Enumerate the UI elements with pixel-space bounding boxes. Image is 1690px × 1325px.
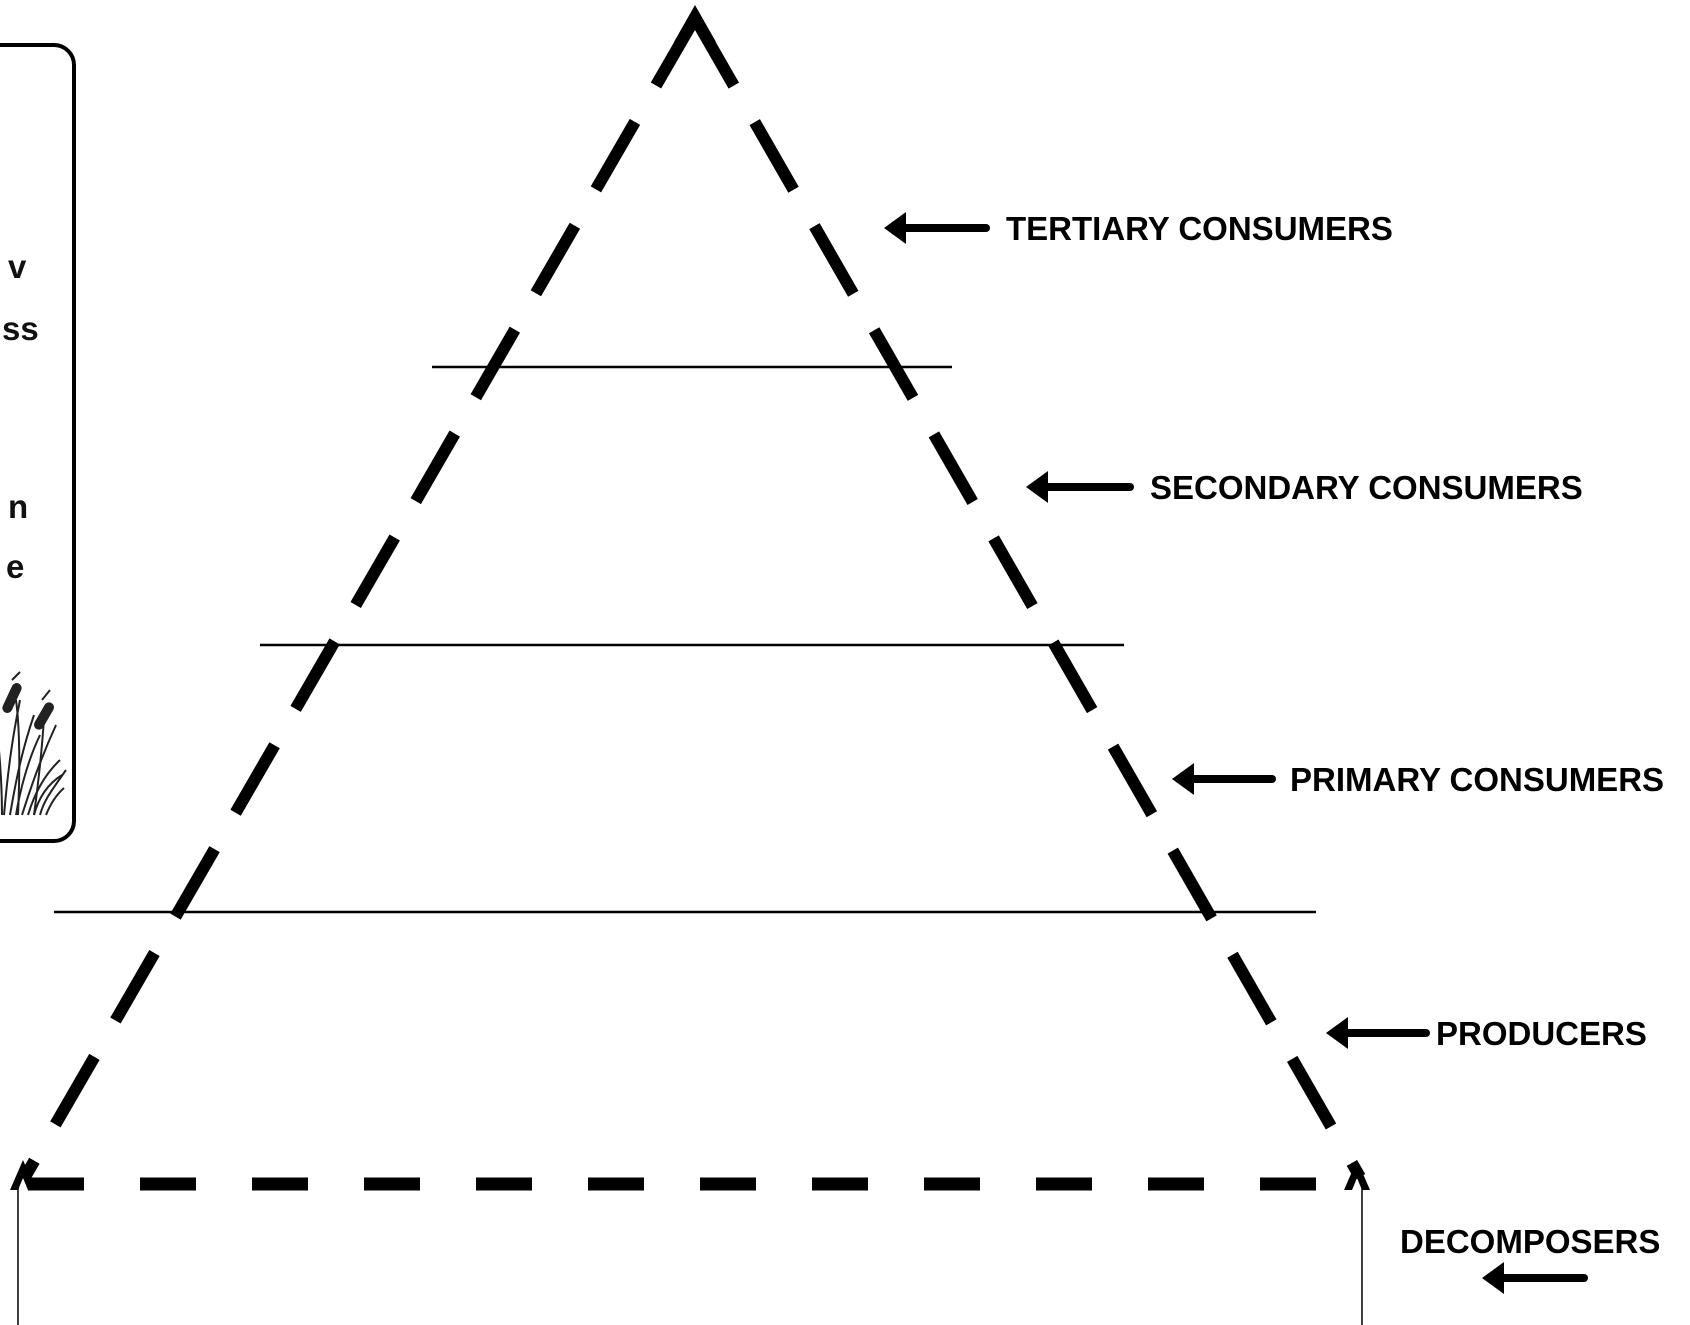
pyramid-right-edge [689,15,1366,1180]
producers-arrow [1326,1017,1430,1049]
side-text-fragment: ss [2,310,39,347]
side-text-fragment: n [8,488,29,525]
secondary-arrow [1026,471,1134,503]
label-secondary-consumers: SECONDARY CONSUMERS [1150,469,1583,506]
tertiary-arrow [884,212,990,244]
label-producers: PRODUCERS [1436,1015,1647,1052]
cattail-grass-icon [0,671,67,816]
pyramid-left-edge [19,14,701,1181]
base-right-arrowhead [1344,1160,1370,1190]
label-tertiary-consumers: TERTIARY CONSUMERS [1006,210,1393,247]
side-text-fragment: e [6,548,25,585]
side-info-panel [0,43,76,843]
decomposers-arrow [1482,1262,1588,1294]
base-left-arrowhead [10,1160,36,1190]
side-text-fragment: v [8,248,27,285]
primary-arrow [1172,763,1276,795]
apex-arrowhead [674,5,716,42]
label-primary-consumers: PRIMARY CONSUMERS [1290,761,1665,798]
label-decomposers: DECOMPOSERS [1400,1223,1661,1260]
